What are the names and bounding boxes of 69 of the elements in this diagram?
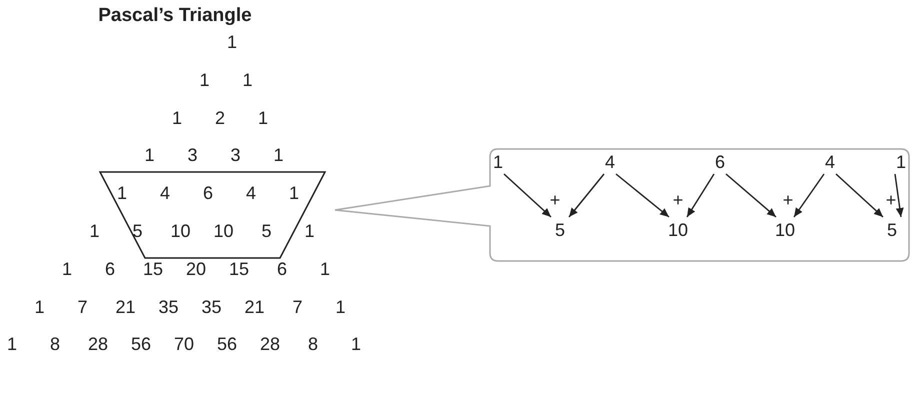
triangle-entry: 6 [105,258,115,280]
plus-sign: + [550,189,560,211]
number: 4 [605,151,615,173]
triangle-entry: 1 [117,182,127,204]
triangle-entry: 15 [142,258,164,280]
triangle-entry: 20 [186,258,206,280]
triangle-entry: 6 [203,182,213,204]
triangle-entry: 1 [258,106,268,129]
number: 4 [825,151,835,173]
number: 5 [555,219,565,241]
triangle-entry: 1 [304,220,314,242]
triangle-entry: 70 [174,333,194,356]
triangle-entry: 1 [34,296,44,318]
triangle-entry: 8 [308,333,318,356]
triangle-entry: 15 [228,258,250,280]
triangle-entry: 56 [130,333,152,356]
triangle-entry: 3 [230,144,240,166]
plus-sign: + [886,189,896,211]
triangle-entry: 3 [188,144,198,166]
number: 10 [774,219,796,241]
triangle-entry: 7 [292,296,302,318]
arrow [686,174,715,218]
triangle-entry: 28 [88,333,108,356]
triangle-entry: 35 [158,296,179,318]
triangle-entry: 4 [160,182,170,204]
triangle-entry: 8 [50,333,60,356]
triangle-entry: 1 [336,296,346,318]
arrow [793,174,825,218]
triangle-entry: 1 [7,333,17,356]
triangle-entry: 10 [213,220,234,242]
arrow [836,173,884,218]
plus-sign: + [672,189,684,211]
triangle-entry: 1 [242,68,252,91]
callout-bubble [334,148,910,262]
triangle-entry: 2 [215,106,225,129]
triangle-entry: 1 [289,182,299,204]
triangle-entry: 1 [172,106,182,129]
title: Pascal’s Triangle [98,5,252,27]
arrow [894,174,904,218]
highlight-trapezoid [98,170,328,260]
arrow [504,173,552,218]
triangle-entry: 21 [115,296,136,318]
triangle-entry: 6 [277,258,287,280]
triangle-entry: 1 [351,333,361,356]
arrow [616,173,670,218]
number: 1 [896,151,906,173]
triangle-entry: 21 [244,296,265,318]
triangle-entry: 1 [144,144,154,166]
triangle-entry: 5 [262,220,272,242]
triangle-entry: 1 [274,144,284,166]
triangle-entry: 4 [246,182,256,204]
arrow [568,174,605,218]
arrow [726,173,776,218]
triangle-entry: 1 [62,258,72,280]
plus-sign: + [782,189,794,211]
triangle-entry: 1 [320,258,330,280]
triangle-entry: 1 [90,220,100,242]
number: 6 [715,151,725,173]
number: 1 [493,151,503,173]
triangle-entry: 1 [227,31,237,53]
number: 10 [668,219,688,241]
triangle-entry: 56 [216,333,238,356]
triangle-entry: 35 [201,296,222,318]
triangle-entry: 7 [78,296,88,318]
triangle-entry: 1 [200,68,210,91]
number: 5 [887,219,897,241]
triangle-entry: 28 [260,333,280,356]
triangle-entry: 10 [170,220,191,242]
triangle-entry: 5 [132,220,142,242]
